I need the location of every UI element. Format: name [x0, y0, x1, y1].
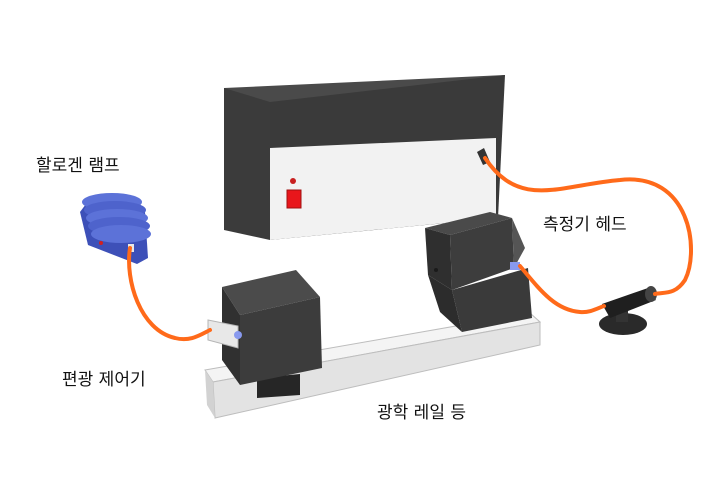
- controller-foot: [257, 374, 300, 398]
- measurement-head-block: [425, 212, 532, 332]
- power-button: [286, 189, 302, 209]
- component-cylinder: [602, 288, 656, 318]
- head-upper-top: [425, 212, 512, 235]
- inline-fiber-component: [599, 286, 657, 335]
- controller-port-lens: [234, 331, 242, 339]
- lamp-indicator: [99, 241, 103, 245]
- polarization-controller-block: [207, 270, 322, 398]
- head-upper-front: [450, 218, 514, 290]
- fiber-cables: [127, 156, 693, 342]
- label-halogen-lamp: 할로겐 램프: [36, 156, 120, 176]
- fiber-head-to-component: [518, 264, 606, 315]
- head-upper-side: [425, 228, 452, 290]
- head-lower-side: [428, 275, 462, 332]
- component-cap: [645, 286, 657, 302]
- head-output-port: [510, 262, 520, 270]
- label-polarization-controller: 편광 제어기: [62, 370, 146, 390]
- halogen-lamp: [80, 193, 151, 264]
- head-bracket: [490, 212, 525, 268]
- fiber-lamp-to-controller: [127, 246, 212, 342]
- instrument-box: [224, 75, 505, 240]
- head-screw: [434, 268, 438, 272]
- lamp-fin-5: [91, 225, 151, 243]
- head-lower-front: [452, 268, 532, 332]
- instrument-box-side: [224, 88, 270, 240]
- controller-top: [222, 270, 320, 315]
- fiber-instrument-to-component: [483, 156, 693, 296]
- optical-rail-end: [205, 370, 215, 418]
- component-base: [599, 313, 647, 335]
- label-optical-rail: 광학 레일 등: [377, 403, 467, 423]
- controller-front: [240, 297, 322, 385]
- label-measurement-head: 측정기 헤드: [543, 215, 627, 235]
- controller-input-port: [207, 319, 239, 349]
- indicator-led: [290, 178, 296, 184]
- instrument-front-panel: [270, 138, 496, 240]
